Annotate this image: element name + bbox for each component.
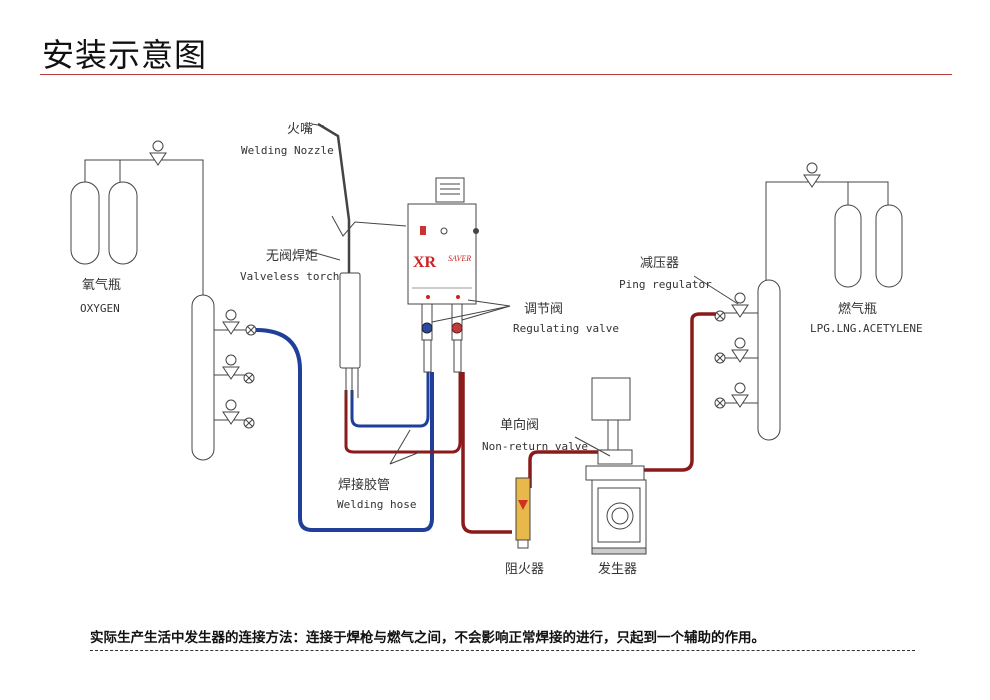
fuel-label-en: LPG.LNG.ACETYLENE xyxy=(810,322,923,335)
arrestor-label-cn: 阻火器 xyxy=(505,562,545,577)
valveless-torch xyxy=(317,122,407,398)
arrestor-to-generator-hose xyxy=(528,450,600,488)
footer-note: 实际生产生活中发生器的连接方法：连接于焊枪与燃气之间，不会影响正常焊接的进行，只… xyxy=(90,630,765,646)
oxygen-outlet-3-icon xyxy=(243,417,255,429)
torch-fuel-hose xyxy=(344,372,462,454)
regulating-valve-label-cn: 调节阀 xyxy=(524,302,564,317)
fuel-cylinder-group xyxy=(714,162,903,441)
title-divider xyxy=(40,74,952,75)
oxygen-manifold-tank xyxy=(191,294,215,461)
generator-label-cn: 发生器 xyxy=(598,562,638,577)
regulator-label-cn: 减压器 xyxy=(640,256,680,271)
brand-name: SAVER xyxy=(448,254,471,263)
regulating-valve-label-en: Regulating valve xyxy=(513,322,619,335)
saver-device: XR SAVER xyxy=(407,177,479,373)
leader-lines xyxy=(304,123,739,465)
fuel-hose-to-arrestor xyxy=(461,372,512,534)
hose-label-en: Welding hose xyxy=(337,498,417,511)
fuel-main-hose xyxy=(632,312,716,472)
hose-label-cn: 焊接胶管 xyxy=(338,478,391,493)
oxygen-hose xyxy=(255,328,434,532)
oxygen-label-en: OXYGEN xyxy=(80,302,120,315)
fuel-cylinder-2 xyxy=(875,204,903,288)
fuel-outlet-1-icon xyxy=(714,310,726,322)
oxygen-outlet-2-icon xyxy=(243,372,255,384)
fuel-outlet-3-icon xyxy=(714,397,726,409)
oxygen-top-valve-icon xyxy=(149,140,167,166)
torch-label-en: Valveless torch xyxy=(240,270,340,283)
fuel-cylinder-1 xyxy=(834,204,862,288)
torch-oxygen-hose xyxy=(350,370,430,428)
brand-logo: XR xyxy=(413,254,437,271)
oxygen-cylinder-group xyxy=(70,140,257,461)
oxygen-label-cn: 氧气瓶 xyxy=(82,278,122,293)
oxygen-outlet-1-icon xyxy=(245,324,257,336)
fuel-outlet-2-icon xyxy=(714,352,726,364)
nonreturn-valve-label-en: Non-return valve xyxy=(482,440,588,453)
fuel-top-valve-icon xyxy=(803,162,821,188)
fuel-label-cn: 燃气瓶 xyxy=(838,302,878,317)
torch-label-cn: 无阀焊炬 xyxy=(266,249,319,264)
oxygen-cylinder-1 xyxy=(70,181,100,265)
fuel-manifold-tank xyxy=(757,279,781,441)
footer-divider xyxy=(90,650,915,651)
generator xyxy=(585,377,647,555)
regulator-label-en: Ping regulator xyxy=(619,278,712,291)
nozzle-label-cn: 火嘴 xyxy=(287,122,314,137)
nonreturn-valve-label-cn: 单向阀 xyxy=(500,418,540,433)
nozzle-label-en: Welding Nozzle xyxy=(241,144,334,157)
page-title: 安装示意图 xyxy=(42,36,208,74)
flame-arrestor xyxy=(515,477,531,549)
oxygen-cylinder-2 xyxy=(108,181,138,265)
